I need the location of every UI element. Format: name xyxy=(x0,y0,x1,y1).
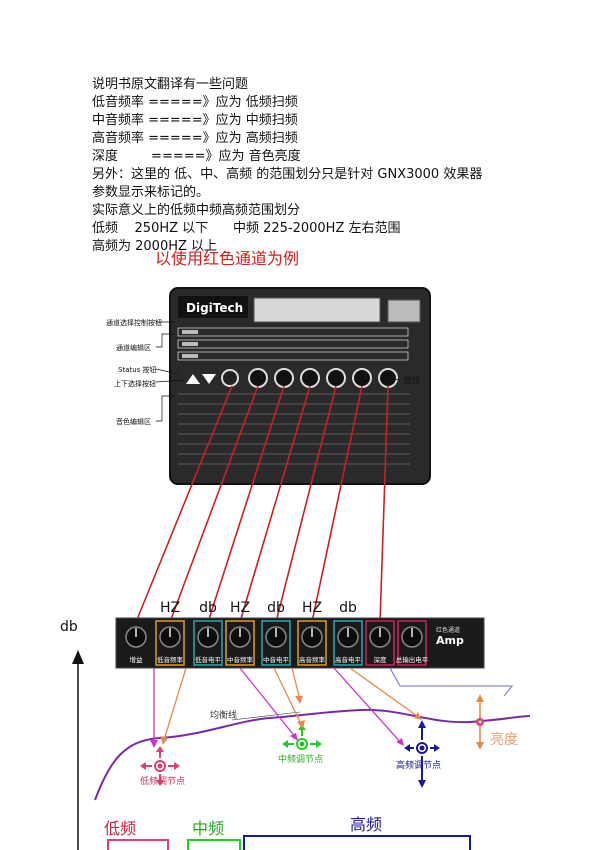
label-channel-edit: 通道编辑区 xyxy=(116,343,151,352)
intro-line-1: 说明书原文翻译有一些问题 xyxy=(92,77,249,92)
label-status: Status 按钮 xyxy=(118,365,157,374)
unit-label-1: HZ xyxy=(160,600,180,616)
amp-knob-frame-6 xyxy=(297,620,327,666)
channel-select-button-2[interactable] xyxy=(182,342,198,346)
intro-line-8: 实际意义上的低频中频高频范围划分 xyxy=(92,203,301,218)
amp-knob-label-5: 中音电平 xyxy=(263,655,290,664)
amp-knob-label-7: 高音电平 xyxy=(335,655,362,664)
panel-knob-2[interactable] xyxy=(274,368,294,388)
intro-line-6: 另外：这里的 低、中、高频 的范围划分只是针对 GNX3000 效果器 xyxy=(92,167,483,182)
brand-logo: DigiTech xyxy=(186,301,243,315)
high-adjust-node[interactable] xyxy=(404,720,440,788)
amp-knob-frame-3 xyxy=(193,620,223,666)
flat-line-label: 均衡线 xyxy=(210,709,237,721)
panel-knob-4[interactable] xyxy=(326,368,346,388)
panel-knob-1[interactable] xyxy=(248,368,268,388)
amp-title-top: 红色通道 xyxy=(436,626,460,634)
mapping-line-5 xyxy=(275,385,337,623)
y-axis-arrow-icon xyxy=(72,650,84,664)
label-knob: 旋钮 xyxy=(404,375,420,385)
mapping-line-4 xyxy=(239,385,311,623)
intro-line-10: 高频为 2000HZ 以上 xyxy=(92,239,218,254)
amp-knob-label-4: 中音频率 xyxy=(227,655,254,664)
amp-knob-frame-4 xyxy=(225,620,255,666)
amp-knob-frame-2 xyxy=(155,620,185,666)
side-display xyxy=(387,299,421,323)
mapping-line-6 xyxy=(311,385,363,623)
mapping-line-1 xyxy=(135,385,233,623)
amp-title: Amp xyxy=(436,634,464,647)
intro-line-5: 深度 =====》应为 音色亮度 xyxy=(92,149,301,164)
label-updown: 上下选择按钮 xyxy=(114,379,156,388)
low-adjust-node[interactable] xyxy=(140,746,180,786)
amp-knob-frame-8 xyxy=(365,620,395,666)
amp-knob-label-2: 低音频率 xyxy=(157,655,184,664)
band-mid-label: 中频 xyxy=(192,819,224,838)
high-node-label: 高频调节点 xyxy=(396,759,441,771)
panel-knob-3[interactable] xyxy=(300,368,320,388)
label-tone-edit: 音色编辑区 xyxy=(116,417,151,426)
lcd-display xyxy=(253,297,381,323)
example-caption: 以使用红色通道为例 xyxy=(155,249,300,268)
status-button[interactable] xyxy=(221,369,239,387)
intro-line-9: 低频 250HZ 以下 中频 225-2000HZ 左右范围 xyxy=(92,221,401,236)
intro-line-2: 低音频率 =====》应为 低频扫频 xyxy=(92,95,298,110)
amp-knob-label-3: 低音电平 xyxy=(195,655,222,664)
channel-select-button-3[interactable] xyxy=(182,354,198,358)
mapping-line-3 xyxy=(207,385,285,623)
down-arrow-icon[interactable] xyxy=(202,374,216,384)
panel-knob-5[interactable] xyxy=(352,368,372,388)
unit-label-6: db xyxy=(339,600,357,616)
digitech-panel: DigiTech xyxy=(169,287,431,485)
up-arrow-icon[interactable] xyxy=(186,374,200,384)
amp-knob-label-8: 深度 xyxy=(374,655,388,664)
band-low-label: 低频 xyxy=(104,819,136,838)
eq-graph: db 均衡线 低频调节点 中频调节点 xyxy=(60,619,531,850)
eq-curve xyxy=(94,708,531,801)
unit-label-2: db xyxy=(199,600,217,616)
amp-knob-label-9: 总输出电平 xyxy=(396,655,429,664)
intro-line-7: 参数显示来标记的。 xyxy=(92,185,210,200)
mapping-line-2 xyxy=(169,385,259,623)
amp-knob-label-6: 高音频率 xyxy=(299,655,326,664)
unit-label-5: HZ xyxy=(302,600,322,616)
brightness-label: 亮度 xyxy=(490,731,518,748)
mapping-line-7 xyxy=(379,385,389,623)
panel-knob-6[interactable] xyxy=(378,368,398,388)
unit-label-3: HZ xyxy=(230,600,250,616)
amp-knob-frame-9 xyxy=(397,620,427,666)
intro-line-4: 高音频率 =====》应为 高频扫频 xyxy=(92,131,298,146)
channel-select-button-1[interactable] xyxy=(182,330,198,334)
knob-mapping-lines xyxy=(135,385,389,623)
intro-line-3: 中音频率 =====》应为 中频扫频 xyxy=(92,113,298,128)
low-node-label: 低频调节点 xyxy=(140,775,185,787)
band-high-label: 高频 xyxy=(350,815,382,834)
unit-label-4: db xyxy=(267,600,285,616)
amp-knob-label-1: 增益 xyxy=(130,655,144,664)
amp-knob-frame-5 xyxy=(261,620,291,666)
amp-strip: 增益 低音频率 低音电平中音频率中音电平高音频率高音电平 深度总输出电平 红色通道 A… xyxy=(115,600,485,669)
label-channel-select: 通道选择控制按钮 xyxy=(106,318,162,327)
mid-node-label: 中频调节点 xyxy=(278,753,323,765)
mid-adjust-node[interactable] xyxy=(282,724,322,750)
amp-knob-frame-7 xyxy=(333,620,363,666)
brightness-node[interactable] xyxy=(476,694,484,750)
y-axis-label: db xyxy=(60,619,78,635)
